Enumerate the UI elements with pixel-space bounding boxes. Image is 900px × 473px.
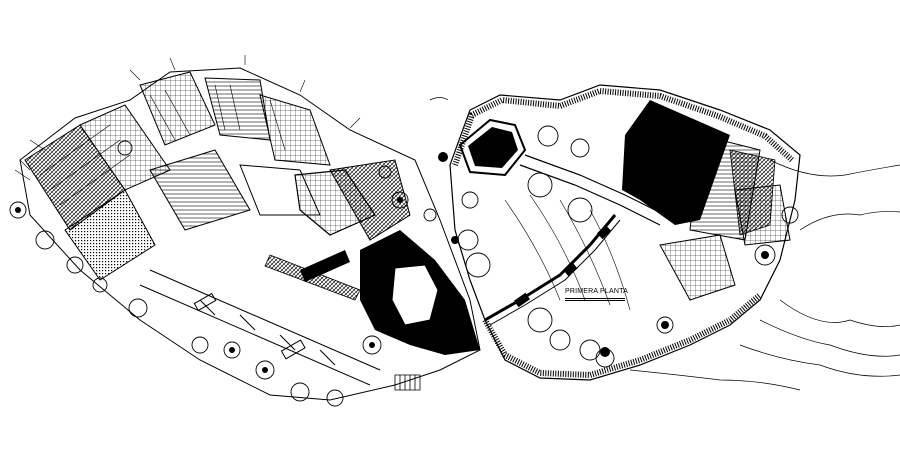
label-underline-secondary (565, 300, 625, 301)
left-building-wing (9, 55, 481, 407)
terrain-contours (429, 97, 900, 391)
label-underline (565, 298, 625, 299)
right-site-plot (438, 84, 801, 381)
drawing-label: PRIMERA PLANTA (565, 288, 628, 295)
